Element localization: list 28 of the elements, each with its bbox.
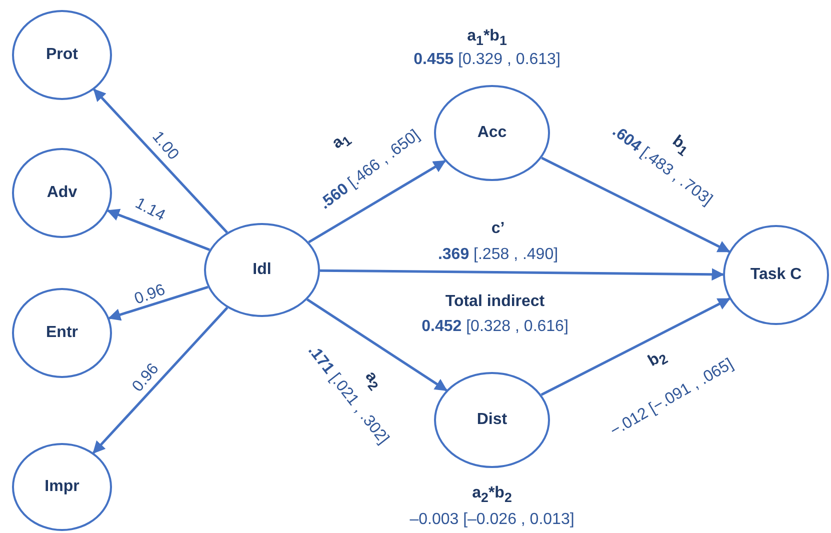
path-estimate-label: Total indirect — [445, 293, 545, 311]
path-estimate-label: a$_{2}$*b$_{2}$ — [472, 484, 512, 506]
node-label: Dist — [476, 411, 508, 429]
node-label: Task C — [750, 266, 802, 284]
edge-label: 1.00 — [148, 128, 182, 164]
node-label: Adv — [46, 184, 78, 202]
arrow — [540, 298, 730, 396]
edge-label: 1.14 — [132, 194, 168, 226]
node-label: Acc — [477, 124, 507, 142]
node-label: Impr — [44, 478, 80, 496]
path-estimate-label: 0.452 [0.328 , 0.616] — [422, 318, 568, 336]
node-label: Idl — [252, 261, 272, 279]
node-label: Entr — [46, 324, 78, 342]
node-label: Prot — [46, 46, 78, 64]
arrow — [306, 298, 448, 392]
path-estimate-label: c’ — [491, 220, 505, 238]
edge-label: .369 [.258 , .490] — [438, 246, 558, 264]
edge-label: 0.96 — [132, 281, 168, 309]
arrow — [106, 208, 210, 251]
path-estimate-label: –0.003 [–0.026 , 0.013] — [410, 511, 574, 529]
arrow — [108, 286, 208, 321]
arrow — [93, 88, 228, 234]
arrow — [92, 306, 228, 454]
arrow — [541, 156, 730, 253]
arrow — [308, 160, 446, 244]
path-estimate-label: a$_{1}$*b$_{1}$ — [467, 28, 507, 48]
path-estimate-label: 0.455 [0.329 , 0.613] — [414, 51, 560, 69]
arrow — [320, 268, 724, 281]
